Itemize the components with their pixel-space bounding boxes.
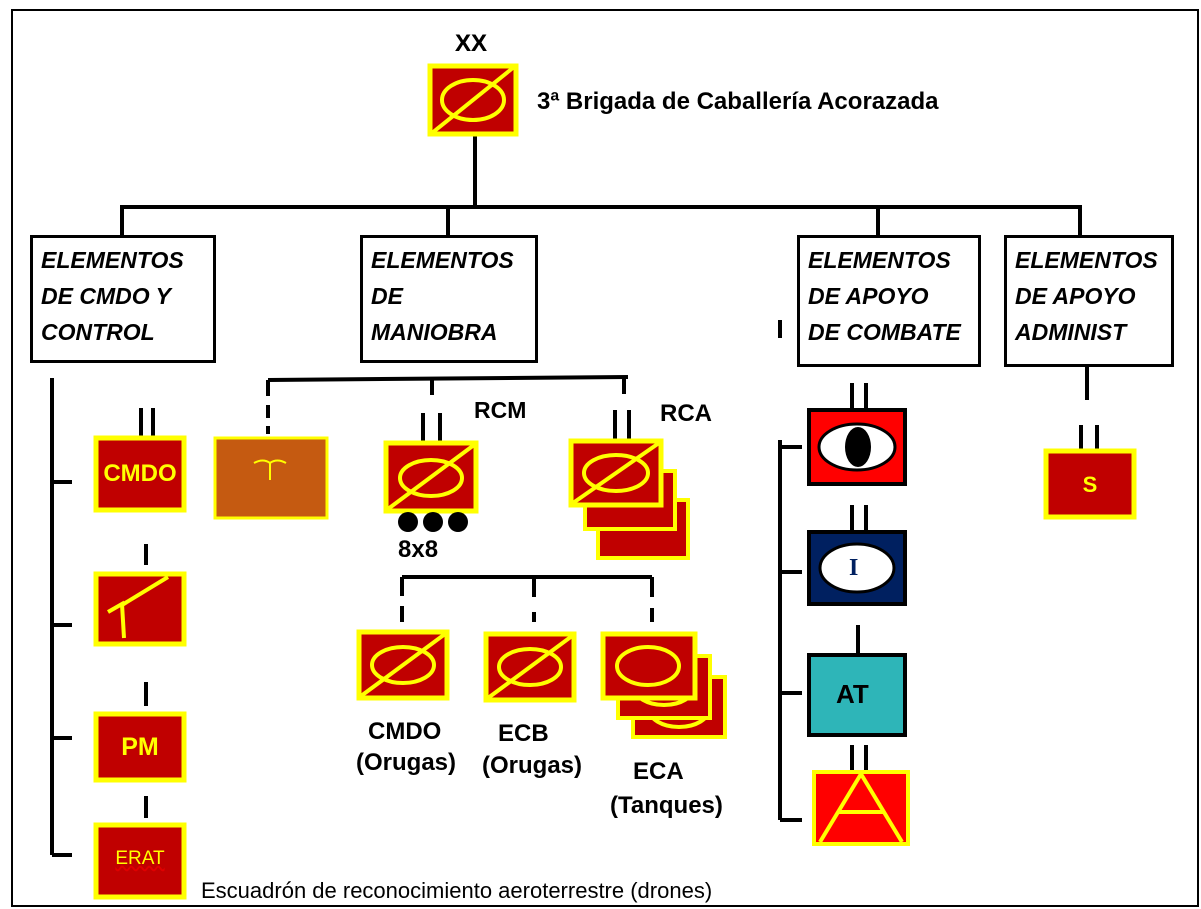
erat-caption: Escuadrón de reconocimiento aeroterrestr… bbox=[201, 878, 713, 903]
services-label: S bbox=[1082, 472, 1098, 497]
rca-label: RCA bbox=[660, 400, 712, 427]
air-defense-unit-symbol bbox=[812, 770, 910, 846]
cmdo-unit-symbol bbox=[93, 435, 187, 513]
pm-unit: PM bbox=[96, 733, 184, 762]
brigade-title: 3ª Brigada de Caballería Acorazada bbox=[537, 88, 939, 115]
services-unit-symbol bbox=[1043, 448, 1137, 520]
ecb-squadron-symbol bbox=[483, 631, 577, 703]
connector-line bbox=[267, 375, 629, 382]
services-unit: S bbox=[1046, 472, 1134, 498]
pm-label: PM bbox=[121, 733, 159, 761]
rcm-mobility-label: 8x8 bbox=[398, 536, 439, 563]
pm-unit-symbol bbox=[93, 711, 187, 783]
wheel-icon bbox=[398, 512, 418, 532]
category-apoyo-administ: ELEMENTOS DE APOYO ADMINIST bbox=[1004, 235, 1174, 367]
wheel-icon bbox=[423, 512, 443, 532]
cmdo-label: CMDO bbox=[103, 460, 177, 487]
echelon-marker: XX bbox=[455, 30, 488, 57]
erat-label: ERAT bbox=[115, 848, 165, 869]
anti-tank-label: AT bbox=[836, 679, 869, 709]
wheel-icon bbox=[448, 512, 468, 532]
engineer-unit-symbol bbox=[807, 530, 907, 606]
subunit-eca-name: ECA bbox=[633, 758, 684, 785]
category-apoyo-combate: ELEMENTOS DE APOYO DE COMBATE bbox=[797, 235, 981, 367]
subunit-ecb-detail: (Orugas) bbox=[482, 752, 583, 779]
engineers-letter: I bbox=[849, 555, 859, 581]
brigade-symbol bbox=[427, 63, 519, 137]
subunit-eca-detail: (Tanques) bbox=[610, 792, 723, 819]
rcm-label: RCM bbox=[474, 397, 527, 423]
signals-unit-symbol bbox=[93, 571, 187, 647]
category-cmdo-control: ELEMENTOS DE CMDO Y CONTROL bbox=[30, 235, 216, 363]
observation-unit-symbol bbox=[807, 408, 907, 486]
cmdo-squadron-symbol bbox=[356, 629, 450, 701]
eca-squadron-symbol bbox=[600, 631, 727, 739]
category-maniobra: ELEMENTOS DE MANIOBRA bbox=[360, 235, 538, 363]
subunit-cmdo-detail: (Orugas) bbox=[356, 749, 457, 776]
rcm-unit-symbol bbox=[383, 440, 479, 532]
erat-unit: ERAT bbox=[96, 848, 184, 870]
subunit-cmdo-name: CMDO bbox=[368, 718, 442, 745]
rca-unit-symbol bbox=[568, 438, 690, 560]
erat-unit-symbol bbox=[93, 822, 187, 900]
diagram-frame bbox=[11, 9, 1199, 907]
anti-tank-unit-symbol bbox=[807, 653, 907, 737]
subunit-ecb-name: ECB bbox=[498, 720, 549, 747]
aviation-unit-symbol bbox=[213, 436, 329, 520]
cmdo-unit: CMDO bbox=[96, 460, 184, 488]
connector-lines bbox=[50, 135, 1099, 857]
